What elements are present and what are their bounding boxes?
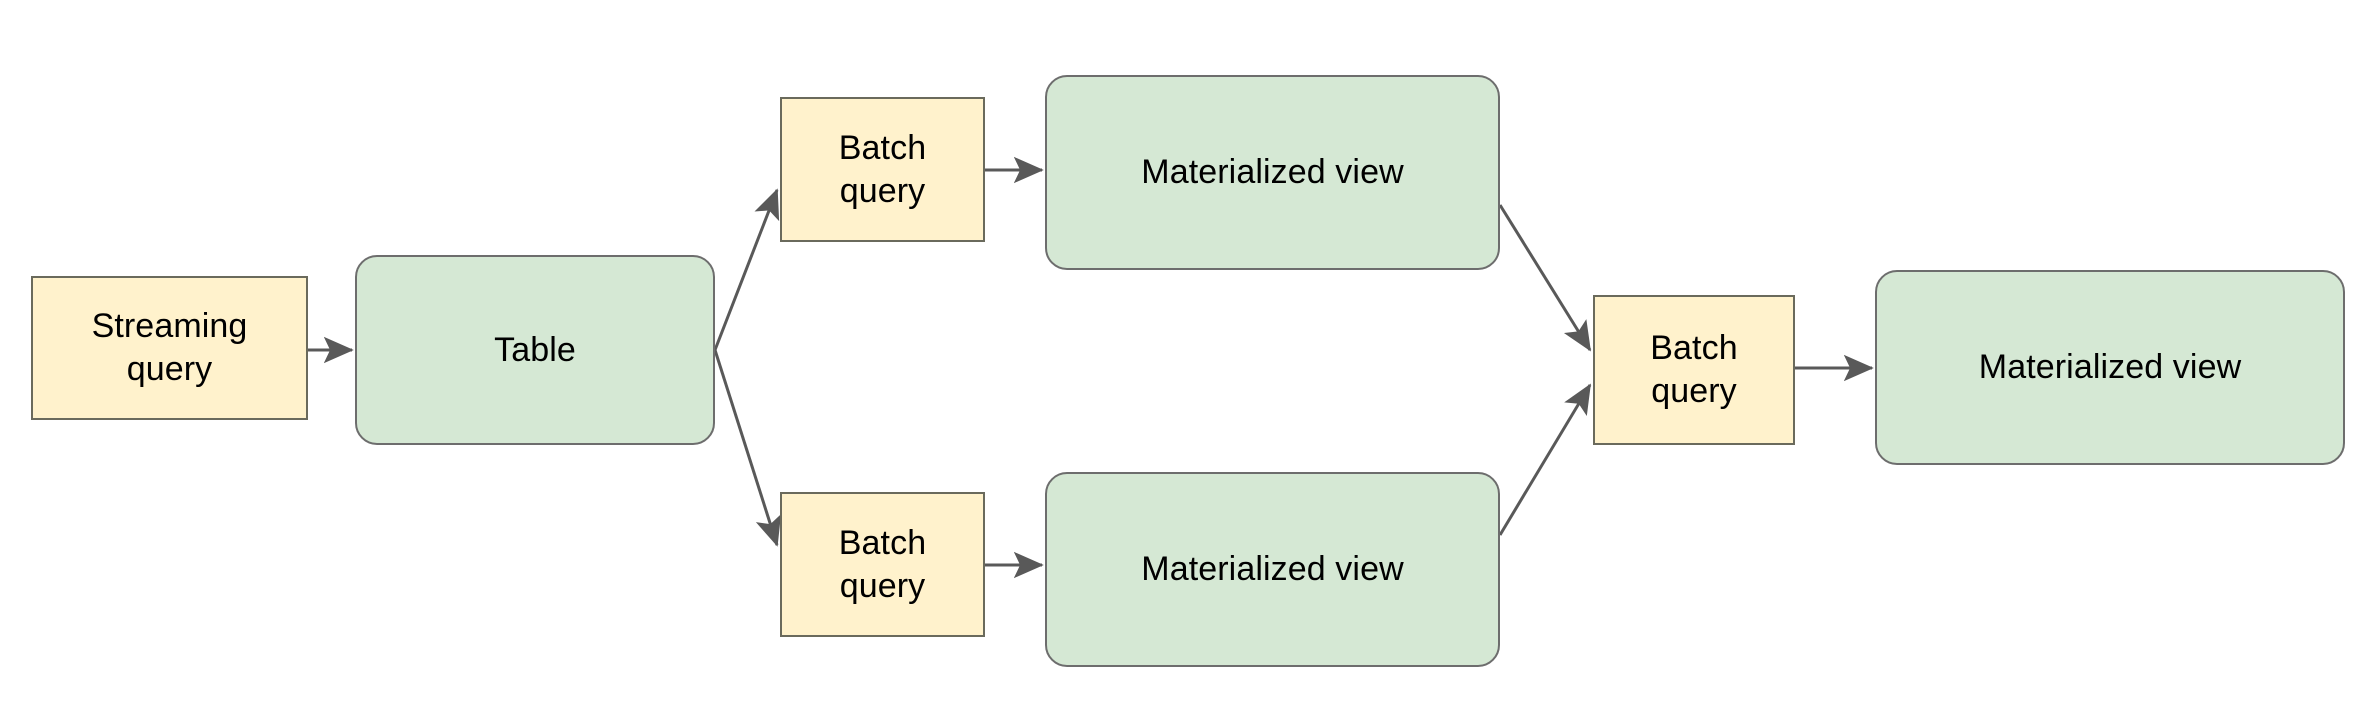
node-label-materialized-view-top: Materialized view [1141,153,1404,192]
node-batch-query-top[interactable]: Batch query [780,97,985,242]
node-label-batch-query-top: Batch query [838,128,927,210]
node-batch-query-center[interactable]: Batch query [1593,295,1795,445]
node-materialized-view-bottom[interactable]: Materialized view [1045,472,1500,667]
edge-materialized-view-bottom-to-batch-query-center [1498,383,1592,536]
node-label-table: Table [494,330,576,369]
edge-table-to-batch-query-bottom [713,349,782,547]
edge-table-to-batch-query-top [713,188,780,351]
node-materialized-view-right[interactable]: Materialized view [1875,270,2345,465]
node-label-batch-query-center: Batch query [1650,329,1738,410]
node-label-materialized-view-right: Materialized view [1978,348,2242,387]
node-label-batch-query-bottom: Batch query [838,523,927,605]
node-label-materialized-view-bottom: Materialized view [1141,550,1404,589]
node-table[interactable]: Table [355,255,715,445]
node-materialized-view-top[interactable]: Materialized view [1045,75,1500,270]
edge-materialized-view-top-to-batch-query-center [1498,204,1592,352]
node-label-streaming-query: Streaming query [91,307,248,388]
node-batch-query-bottom[interactable]: Batch query [780,492,985,637]
node-streaming-query[interactable]: Streaming query [31,276,308,420]
